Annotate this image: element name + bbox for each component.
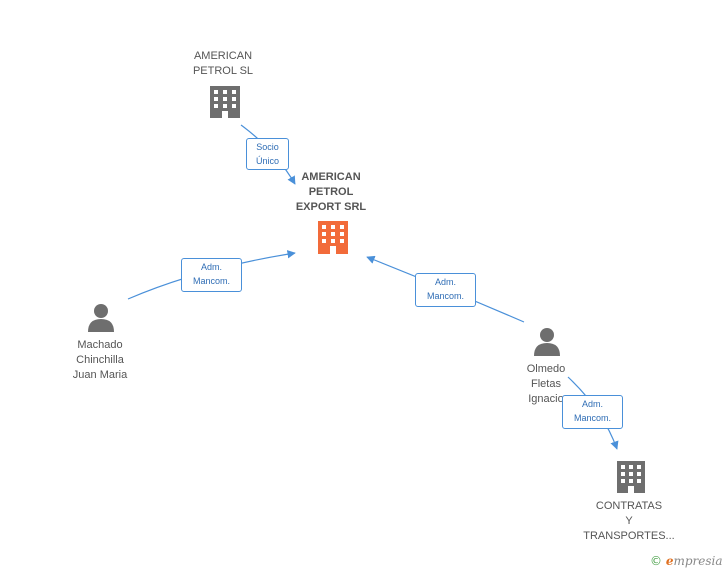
edge-label-adm-olmedo: Adm. Mancom.: [415, 273, 476, 307]
node-label-machado[interactable]: Machado Chinchilla Juan Maria: [72, 339, 128, 381]
edge-label-adm-contratas: Adm. Mancom.: [562, 395, 623, 429]
node-label-olmedo[interactable]: Olmedo Fletas Ignacio: [526, 363, 566, 405]
brand-name: mpresia: [673, 554, 723, 568]
node-label-american-petrol-export[interactable]: AMERICAN PETROL EXPORT SRL: [295, 171, 367, 213]
edge-label-socio-unico: Socio Único: [246, 138, 289, 170]
building-icon[interactable]: [210, 86, 240, 118]
node-label-contratas[interactable]: CONTRATAS Y TRANSPORTES...: [583, 500, 675, 542]
building-icon[interactable]: [617, 461, 645, 493]
person-icon[interactable]: [88, 304, 114, 332]
main-building-icon[interactable]: [318, 221, 348, 254]
node-label-american-petrol-sl[interactable]: AMERICAN PETROL SL: [192, 50, 254, 77]
brand-initial: e: [665, 554, 674, 568]
copyright-icon: ©: [650, 554, 662, 568]
empresia-logo: © empresia: [650, 554, 723, 568]
edge-label-adm-machado: Adm. Mancom.: [181, 258, 242, 292]
person-icon[interactable]: [534, 328, 560, 356]
